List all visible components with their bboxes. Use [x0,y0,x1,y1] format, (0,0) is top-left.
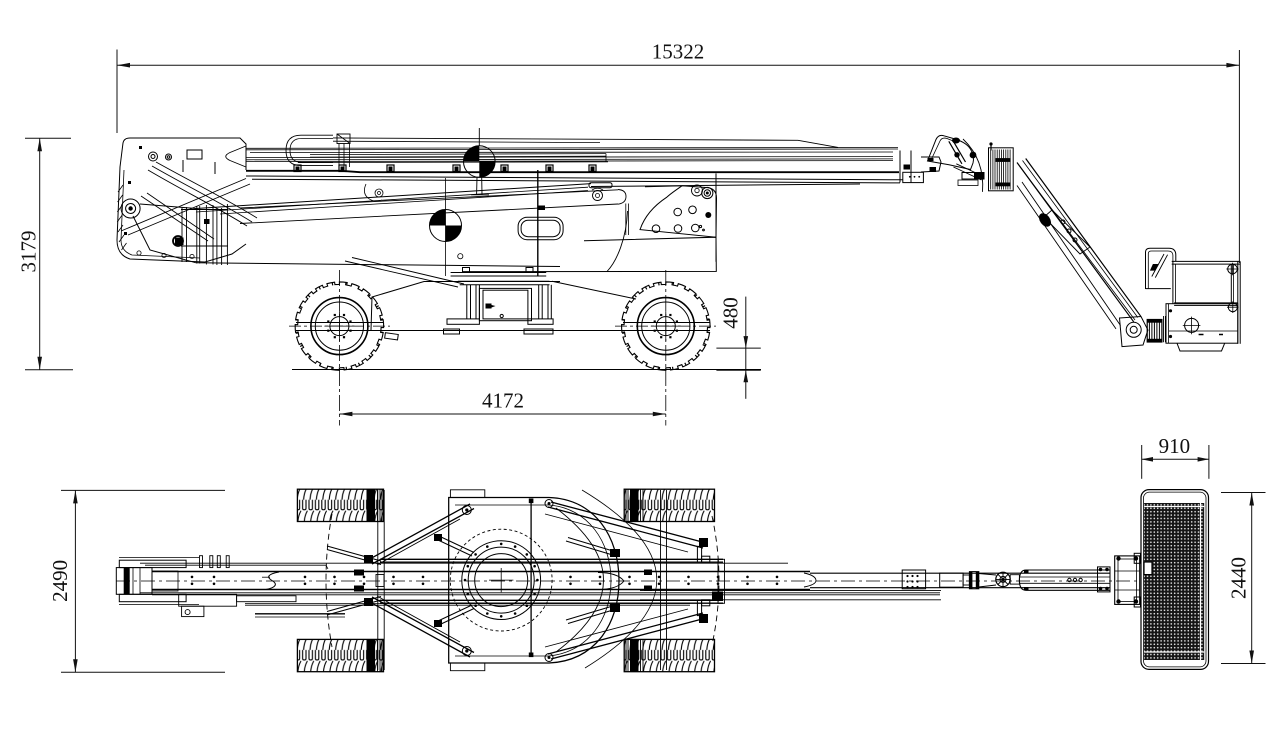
svg-text:3179: 3179 [17,231,41,273]
svg-text:2490: 2490 [48,560,72,602]
svg-text:910: 910 [1159,434,1191,458]
svg-text:480: 480 [719,297,743,329]
svg-text:4172: 4172 [482,388,524,412]
svg-text:15322: 15322 [652,40,705,64]
svg-text:2440: 2440 [1227,557,1251,599]
